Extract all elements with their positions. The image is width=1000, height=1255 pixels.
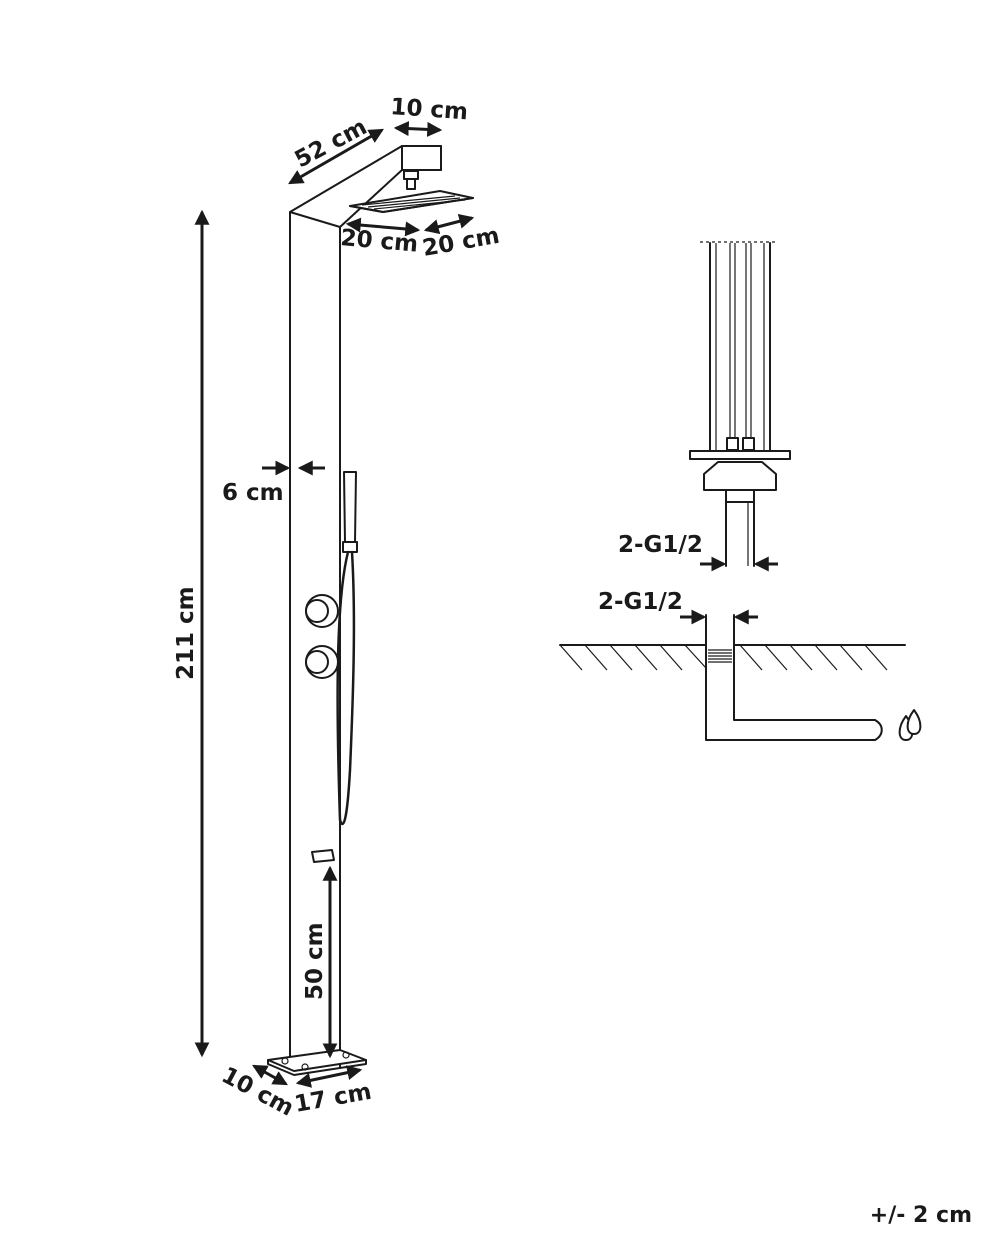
total-height-label: 211 cm: [173, 586, 199, 680]
ground-section: [559, 614, 906, 741]
pipe-thread-arrows: [680, 556, 778, 625]
water-drops-icon: [898, 709, 922, 741]
rain-shower-head: [349, 170, 474, 213]
dimension-lines: [194, 121, 475, 1088]
head-width-left-label: 20 cm: [339, 225, 419, 258]
arm-head-depth-label: 10 cm: [390, 94, 469, 125]
mixer-knobs: [305, 594, 339, 679]
tolerance-note: +/- 2 cm: [869, 1203, 972, 1228]
pipe-thread-lower-label: 2-G1/2: [598, 589, 683, 615]
installation-detail: [689, 241, 791, 567]
base-width-label: 17 cm: [293, 1079, 374, 1118]
pipe-thread-upper-label: 2-G1/2: [618, 532, 703, 558]
column-width-label: 6 cm: [222, 480, 284, 506]
tap-height-label: 50 cm: [302, 922, 328, 1000]
foot-tap: [311, 849, 335, 863]
hand-shower: [336, 471, 358, 826]
